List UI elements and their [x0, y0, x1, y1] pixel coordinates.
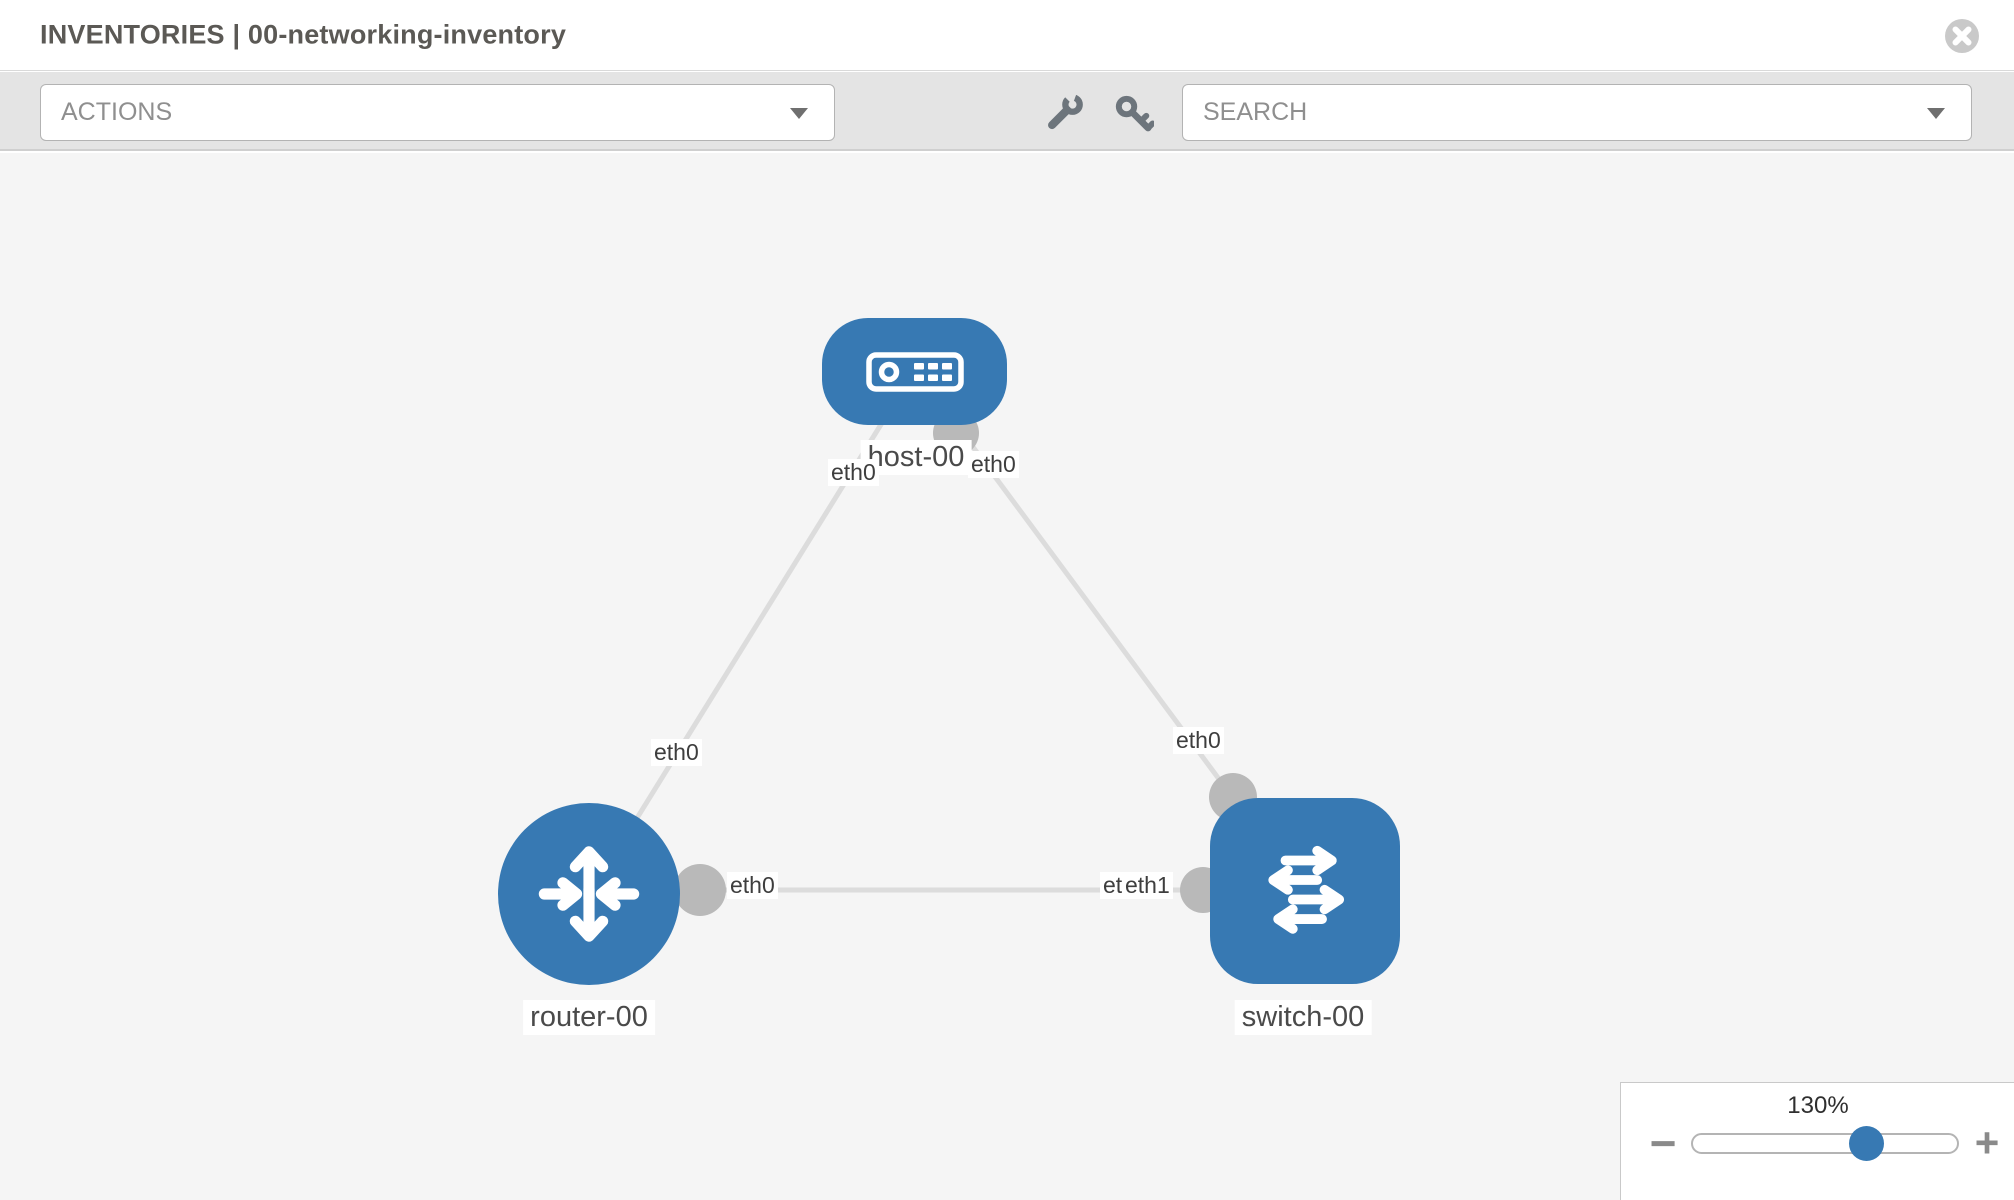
interface-label-host-eth0-to-router: eth0 — [828, 459, 879, 486]
close-icon — [1945, 19, 1979, 53]
node-router-00[interactable] — [498, 803, 680, 985]
node-label-switch-00: switch-00 — [1234, 1000, 1372, 1035]
page-header: INVENTORIES | 00-networking-inventory — [0, 0, 2014, 71]
zoom-control: 130% − + — [1620, 1082, 2014, 1200]
switch-icon — [1268, 845, 1345, 934]
link-host-router[interactable] — [595, 416, 888, 883]
plus-icon: + — [1974, 1119, 2000, 1166]
topology-canvas[interactable]: host-00 router-00 switch-00 eth0 eth0 et… — [0, 153, 2014, 1200]
host-device-icon — [865, 351, 964, 392]
node-label-router-00: router-00 — [523, 1000, 655, 1035]
node-switch-00[interactable] — [1210, 798, 1400, 984]
chevron-down-icon — [790, 107, 808, 119]
page-title: INVENTORIES | 00-networking-inventory — [40, 19, 567, 50]
interface-label-switch-eth0-to-host: eth0 — [1173, 727, 1224, 754]
key-button[interactable] — [1108, 88, 1158, 138]
wrench-button[interactable] — [1040, 88, 1090, 138]
search-dropdown-label: SEARCH — [1203, 98, 1308, 126]
zoom-slider-track[interactable] — [1691, 1126, 1959, 1161]
node-host-00[interactable] — [822, 318, 1007, 425]
interface-label-router-eth0-to-host: eth0 — [651, 739, 702, 766]
wrench-icon — [1048, 92, 1083, 130]
router-icon — [538, 846, 640, 942]
interface-label-router-eth0-to-switch: eth0 — [727, 872, 778, 899]
zoom-out-button[interactable]: − — [1643, 1117, 1683, 1169]
key-icon — [1115, 95, 1154, 132]
search-dropdown[interactable]: SEARCH — [1182, 84, 1972, 141]
chevron-down-icon — [1927, 107, 1945, 119]
node-label-host-00: host-00 — [860, 440, 972, 475]
actions-dropdown[interactable]: ACTIONS — [40, 84, 835, 141]
minus-icon: − — [1649, 1117, 1677, 1169]
interface-dot-router-eth0[interactable] — [674, 864, 726, 916]
toolbar: ACTIONS SEARCH — [0, 72, 2014, 151]
interface-label-switch-eth1: eth1 — [1122, 872, 1173, 899]
zoom-level-text: 130% — [1787, 1092, 1849, 1119]
close-button[interactable] — [1943, 17, 1981, 55]
zoom-slider-thumb[interactable] — [1849, 1126, 1884, 1161]
zoom-in-button[interactable]: + — [1967, 1119, 2007, 1166]
interface-label-host-eth0-to-switch: eth0 — [968, 451, 1019, 478]
topology-links-layer — [595, 410, 1257, 916]
actions-dropdown-label: ACTIONS — [61, 98, 173, 126]
